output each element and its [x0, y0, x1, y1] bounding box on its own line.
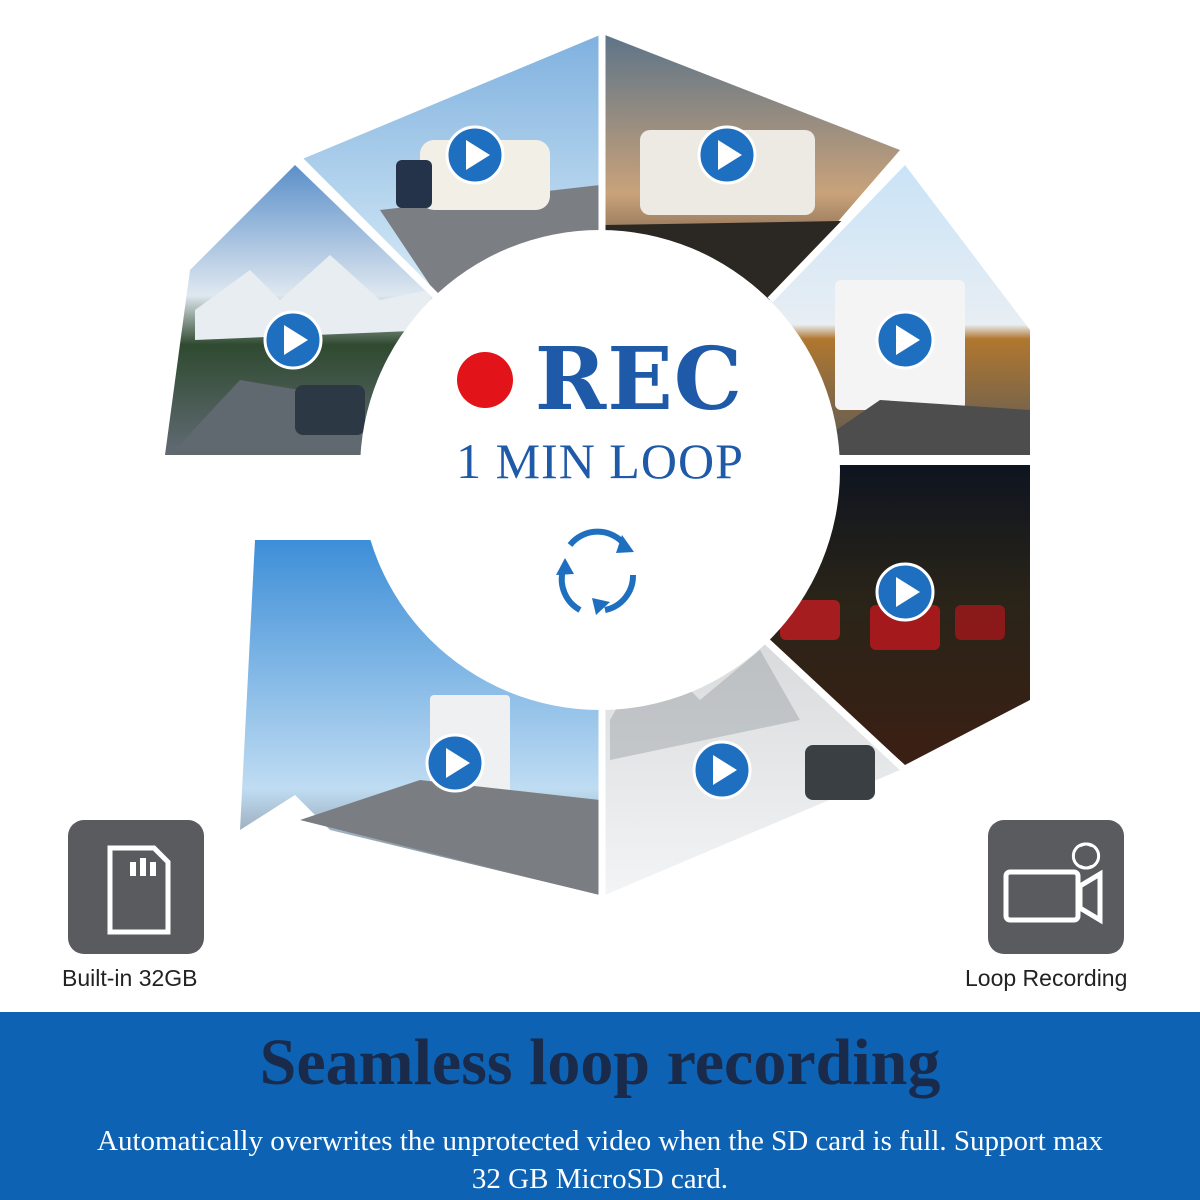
sd-card-icon	[107, 845, 171, 935]
play-icon[interactable]	[697, 125, 757, 185]
banner-subtitle-line1: Automatically overwrites the unprotected…	[97, 1125, 1103, 1157]
play-icons	[263, 125, 935, 800]
loop-recording-feature-box	[988, 820, 1124, 954]
play-icon[interactable]	[875, 562, 935, 622]
sd-card-feature-box	[68, 820, 204, 954]
rec-indicator: REC	[440, 330, 760, 430]
banner-subtitle-line2: 32 GB MicroSD card.	[471, 1163, 729, 1195]
rec-dot-icon	[456, 352, 513, 408]
photo-wheel	[165, 35, 1030, 895]
feature-label-loop: Loop Recording	[965, 965, 1128, 991]
center-disc	[360, 230, 840, 710]
loop-camera-icon	[1003, 842, 1103, 925]
play-icon[interactable]	[445, 125, 505, 185]
loop-duration-label: 1 MIN LOOP	[456, 433, 744, 489]
info-banner: Seamless loop recording Automatically ov…	[0, 1012, 1200, 1200]
feature-label-storage: Built-in 32GB	[62, 965, 198, 991]
play-icon[interactable]	[692, 740, 752, 800]
rec-label: REC	[534, 329, 744, 430]
play-icon[interactable]	[263, 310, 323, 370]
photo-mountain-road[interactable]	[165, 165, 435, 455]
banner-title: Seamless loop recording	[259, 1026, 941, 1099]
play-icon[interactable]	[425, 733, 485, 793]
recycle-arrows-icon	[556, 528, 637, 615]
play-icon[interactable]	[875, 310, 935, 370]
banner-subtitle: Automatically overwrites the unprotected…	[30, 1122, 1170, 1198]
